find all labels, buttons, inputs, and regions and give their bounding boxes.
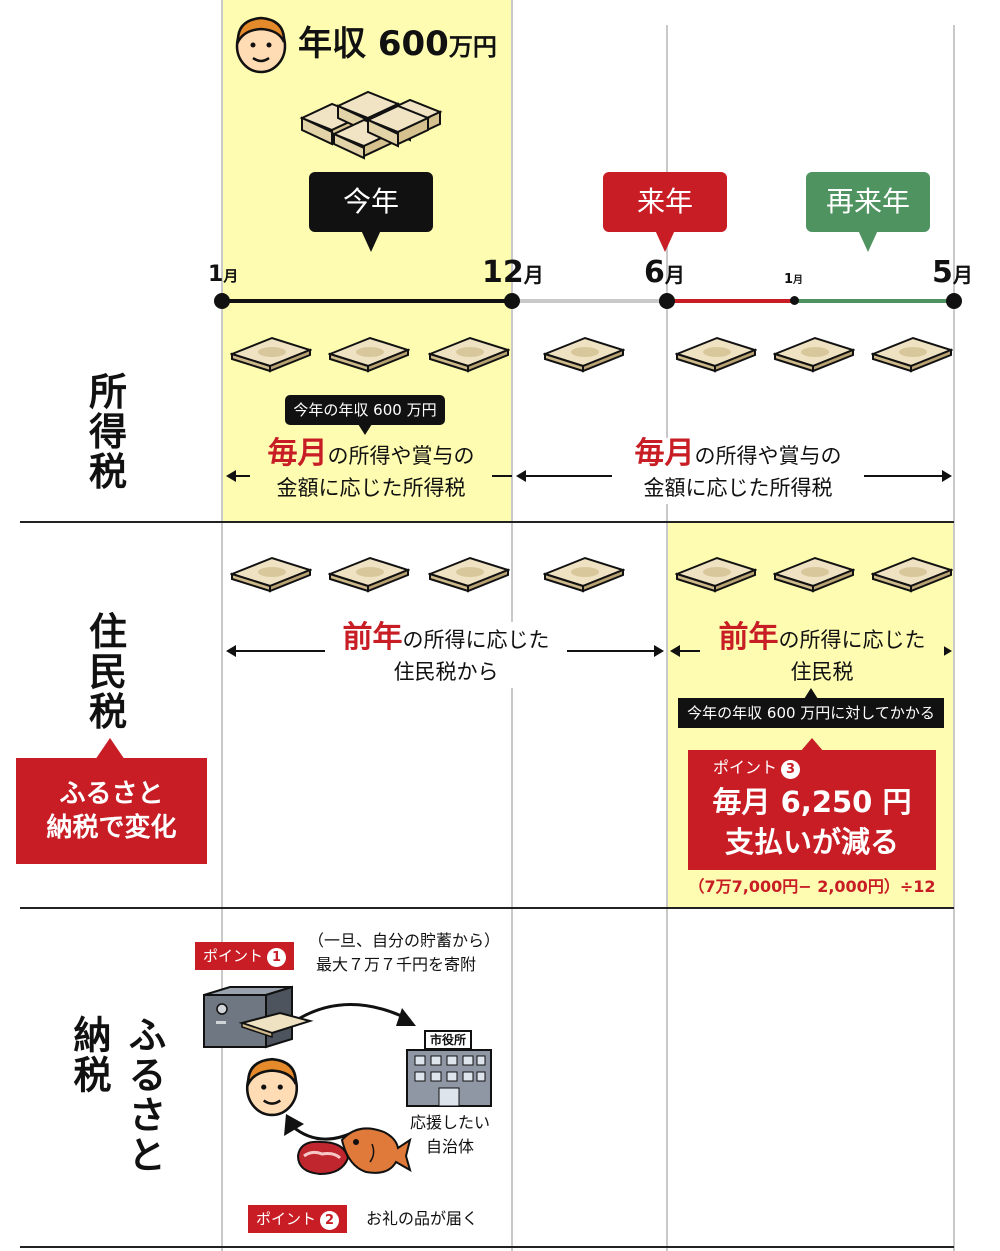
bill-icon: [872, 337, 952, 372]
tag-next-year: 来年: [603, 172, 727, 252]
timeline-dot-dec: [504, 293, 520, 309]
income-label: 年収: [298, 24, 366, 64]
income-value: 600: [377, 24, 449, 64]
resident-tax-pill: 今年の年収 600 万円に対してかかる: [678, 688, 944, 728]
bill-icon: [231, 557, 311, 592]
bill-icon: [429, 557, 509, 592]
timeline-this-year: [222, 299, 512, 303]
bill-icon: [544, 337, 624, 372]
change-box-pointer: [95, 738, 125, 760]
row-divider-1: [20, 521, 954, 523]
timeline-dot-jan: [214, 293, 230, 309]
man-face-icon: [245, 1057, 299, 1117]
city-hall-building-icon: [406, 1049, 492, 1107]
point3-pointer: [800, 738, 824, 752]
bill-icon: [872, 557, 952, 592]
row-title-furusato: ふるさと納税: [67, 1015, 166, 1175]
month-label-jan-next: 1月: [784, 272, 804, 287]
bill-icon: [544, 557, 624, 592]
income-tax-pill: 今年の年収 600 万円: [285, 395, 445, 435]
bill-icon: [774, 337, 854, 372]
row-title-income-tax: 所得税: [88, 370, 127, 494]
bill-icon: [774, 557, 854, 592]
city-hall-sign: 市役所: [424, 1030, 472, 1050]
timeline-year-after: [795, 299, 954, 303]
row-divider-3: [20, 1246, 954, 1248]
month-label-may: 5月: [932, 255, 973, 290]
support-municipality: 応援したい 自治体: [409, 1113, 490, 1156]
point3-amount: 毎月 6,250 円: [712, 785, 912, 819]
row-divider-2: [20, 907, 954, 909]
tag-year-after-next: 再来年: [806, 172, 930, 252]
vline-may: [953, 25, 955, 1251]
month-label-jan: 1月: [208, 262, 239, 287]
bill-icon: [676, 337, 756, 372]
tag-this-year: 今年: [309, 172, 433, 252]
bill-icon: [429, 337, 509, 372]
resident-tax-caption-left: 前年の所得に応じた 住民税から: [325, 622, 567, 688]
point3-formula: （7万7,000円− 2,000円）÷12: [688, 877, 936, 896]
vline-jun: [666, 25, 668, 1251]
furusato-change-box: ふるさと 納税で変化: [16, 758, 207, 864]
timeline-gap: [512, 299, 667, 303]
safe-icon: [203, 985, 314, 1049]
gift-meat-fish-icon: [296, 1127, 412, 1176]
bill-icon: [231, 337, 311, 372]
point3-decrease: 支払いが減る: [724, 825, 899, 859]
timeline-dot-may: [946, 293, 962, 309]
month-label-dec: 12月: [482, 255, 544, 290]
timeline-next-year: [667, 299, 795, 303]
timeline-dot-jan-next: [790, 296, 799, 305]
bill-icon: [676, 557, 756, 592]
income-tax-caption-left: 毎月の所得や賞与の 金額に応じた所得税: [250, 438, 492, 504]
timeline-dot-jun: [659, 293, 675, 309]
vline-jan: [221, 0, 223, 1251]
bill-icon: [329, 337, 409, 372]
money-stack-icon: [299, 90, 443, 160]
income-tax-caption-right: 毎月の所得や賞与の 金額に応じた所得税: [612, 438, 864, 504]
highlight-this-year: [222, 0, 512, 522]
point2-note: お礼の品が届く: [366, 1209, 479, 1228]
income-unit: 万円: [448, 33, 497, 61]
income-heading: 年収 600万円: [298, 24, 497, 67]
bill-icon: [329, 557, 409, 592]
man-face-icon: [235, 16, 287, 74]
month-label-jun: 6月: [644, 255, 685, 290]
resident-tax-caption-right: 前年の所得に応じた 住民税: [700, 622, 944, 688]
row-title-resident-tax: 住民税: [88, 610, 127, 734]
point1-note: （一旦、自分の貯蓄から） 最大７万７千円を寄附: [308, 931, 501, 974]
